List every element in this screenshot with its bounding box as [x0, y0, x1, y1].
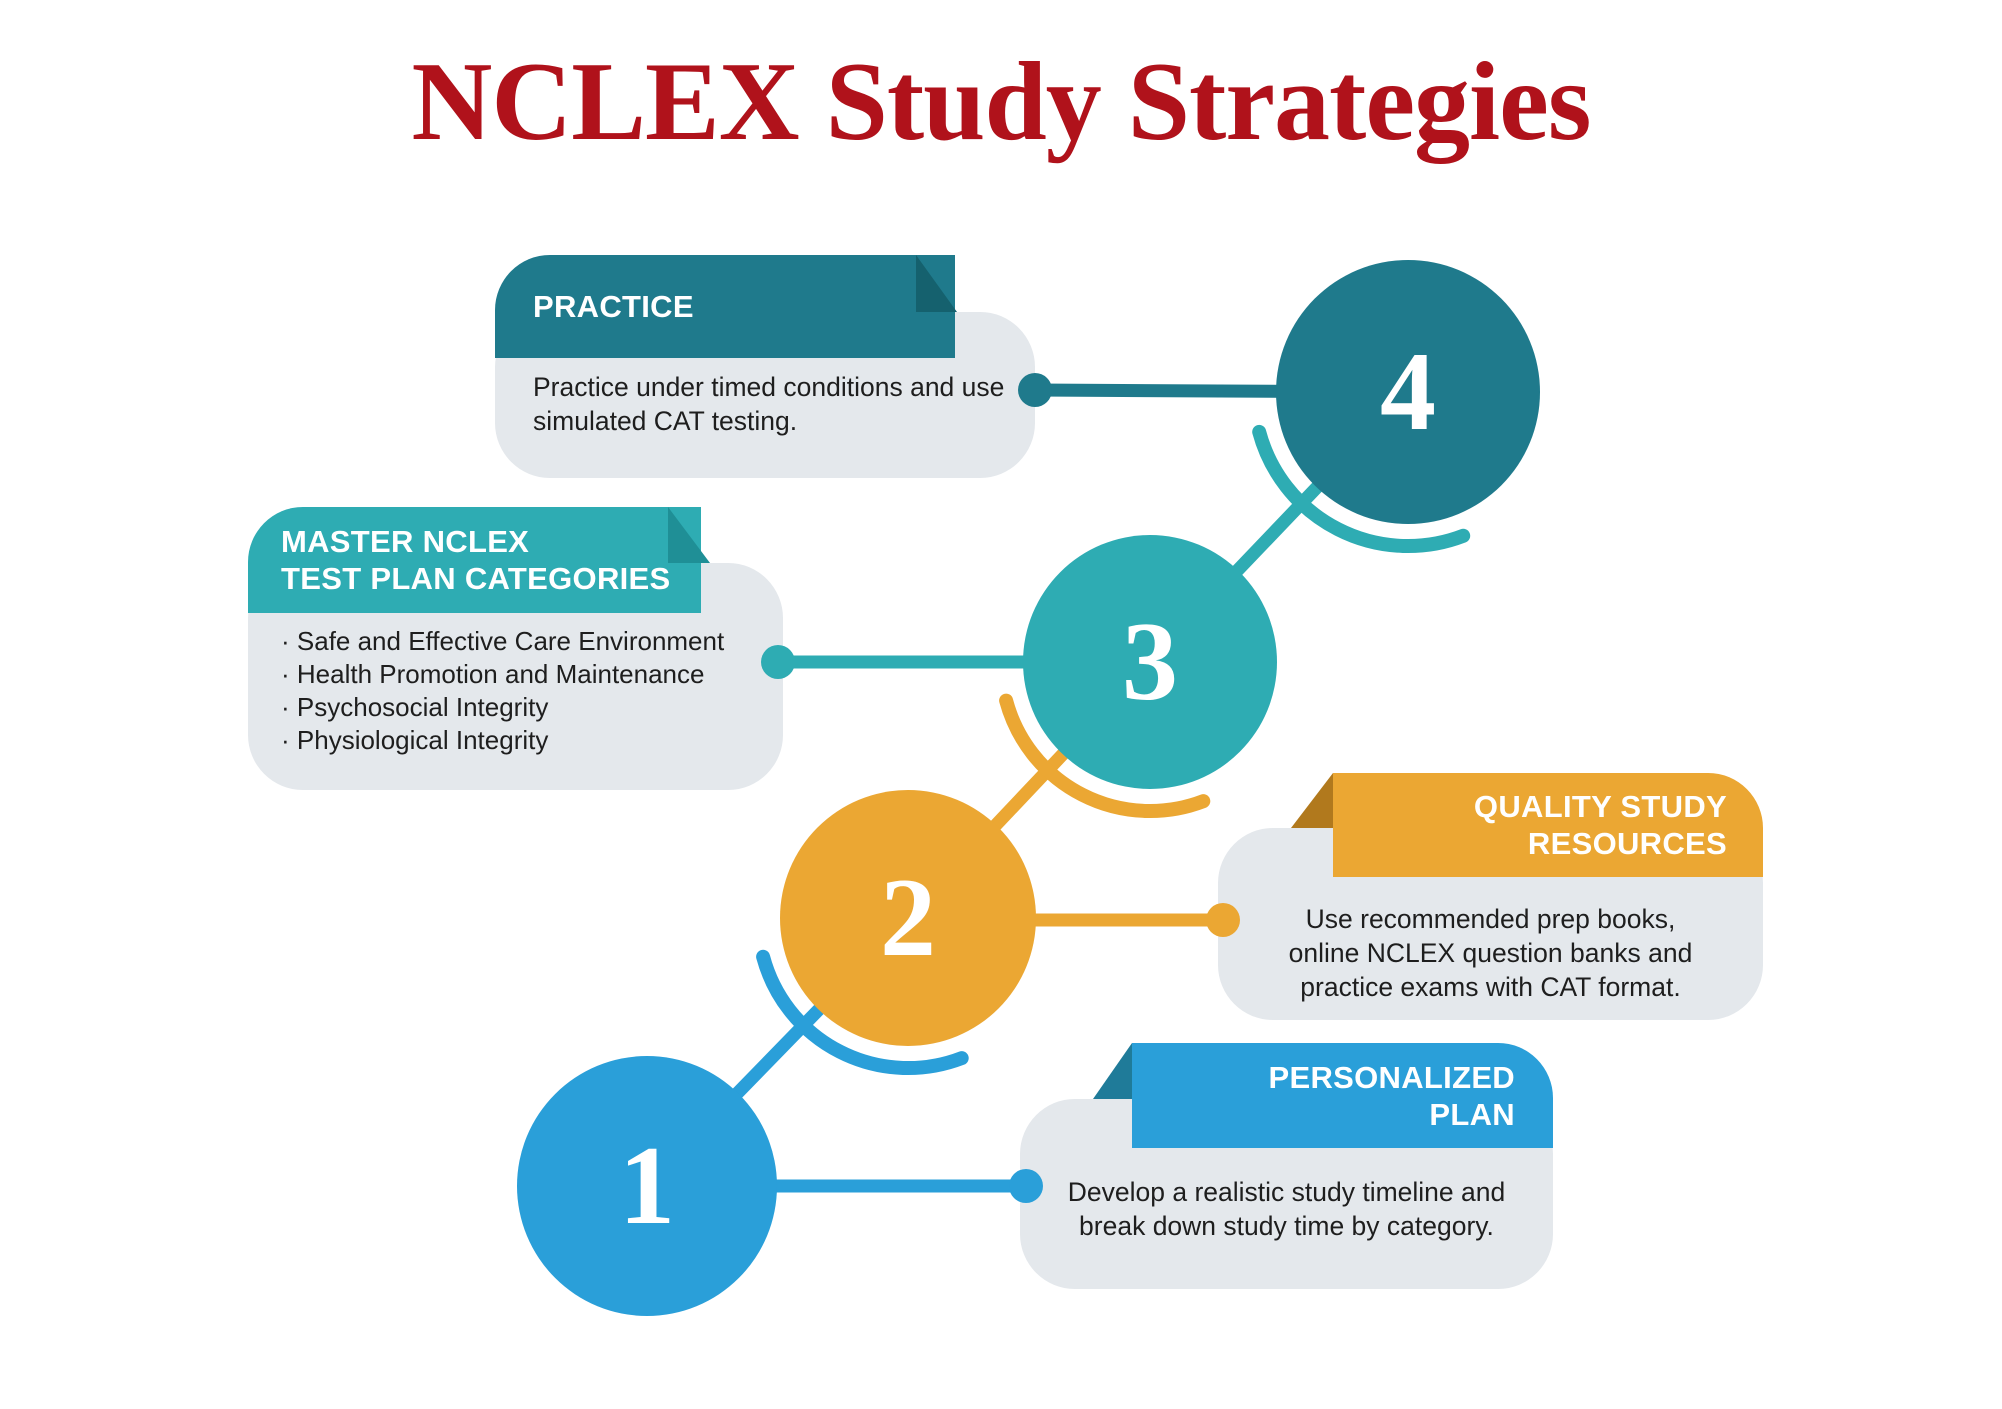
step-3-bullet: Health Promotion and Maintenance: [281, 658, 773, 691]
step-4-card-title: PRACTICE: [533, 289, 694, 324]
page-title: NCLEX Study Strategies: [411, 40, 1592, 164]
step-3-bullet: Safe and Effective Care Environment: [281, 625, 773, 658]
step-3-circle: 3: [1023, 535, 1277, 789]
step-4-circle: 4: [1276, 260, 1540, 524]
step-1-card-title: PLAN: [1429, 1096, 1515, 1132]
step-3-card-title: TEST PLAN CATEGORIES: [281, 561, 671, 596]
step-1-number: 1: [619, 1123, 675, 1248]
step-2-description-line: practice exams with CAT format.: [1300, 972, 1681, 1002]
step-3-card-header: MASTER NCLEX TEST PLAN CATEGORIES: [248, 507, 701, 613]
step-4-description-line: Practice under timed conditions and use: [533, 372, 1005, 402]
step-2-card-title: RESOURCES: [1527, 826, 1727, 861]
step-2-card-title: QUALITY STUDY: [1473, 789, 1727, 824]
step-3-card-title: MASTER NCLEX: [281, 524, 530, 559]
step-2-number: 2: [880, 855, 936, 980]
step-2-description-line: online NCLEX question banks and: [1288, 938, 1693, 968]
step-2-card-header: QUALITY STUDY RESOURCES: [1333, 773, 1763, 877]
step-1-circle: 1: [517, 1056, 777, 1316]
step-1-description-line: break down study time by category.: [1079, 1211, 1494, 1241]
step-2-description-line: Use recommended prep books,: [1305, 904, 1676, 934]
step-2-ribbon-fold: [1291, 773, 1333, 828]
step-3-number: 3: [1122, 599, 1178, 724]
step-2-circle: 2: [780, 790, 1036, 1046]
step-4-description-line: simulated CAT testing.: [533, 406, 798, 436]
step-3-bullet: Physiological Integrity: [281, 724, 773, 757]
step-1-card-header: PERSONALIZED PLAN: [1132, 1043, 1553, 1148]
step-1-description-line: Develop a realistic study timeline and: [1067, 1177, 1506, 1207]
step-4-number: 4: [1380, 329, 1436, 454]
step-1-ribbon-fold: [1093, 1043, 1132, 1099]
step-4-card-header: PRACTICE: [495, 255, 955, 358]
step-3-bullet: Psychosocial Integrity: [281, 691, 773, 724]
step-1-card-title: PERSONALIZED: [1268, 1059, 1515, 1095]
